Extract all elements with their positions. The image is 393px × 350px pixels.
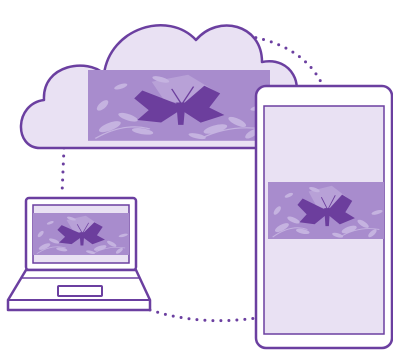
laptop-photo	[32, 212, 130, 256]
cloud-photo	[87, 69, 271, 142]
phone-photo	[267, 181, 385, 240]
phone-icon	[254, 84, 393, 350]
laptop-icon	[6, 196, 152, 312]
sync-connection-dots	[60, 32, 324, 323]
